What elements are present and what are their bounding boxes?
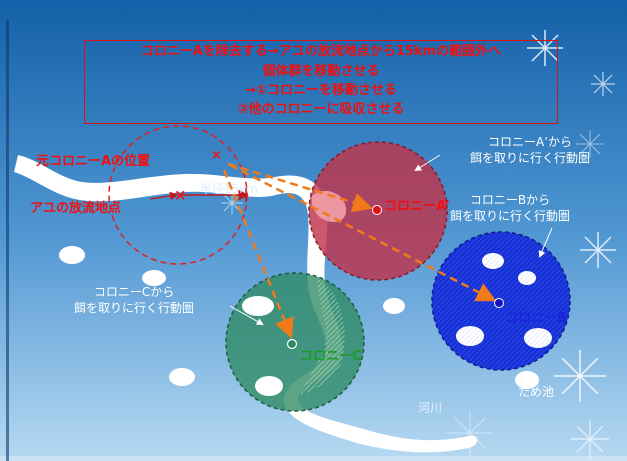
release-point-label: アユの放流地点 bbox=[30, 201, 122, 216]
snowflake-icon bbox=[571, 420, 609, 458]
river-shape bbox=[14, 155, 478, 453]
colony-c-label: コロニーC bbox=[300, 349, 362, 364]
former-colony-a-label: 元コロニーAの位置 bbox=[36, 154, 151, 169]
snowflake-icon bbox=[576, 130, 604, 158]
river-label: 河川 bbox=[418, 401, 443, 415]
title-line-3: →①コロニーを移動させる bbox=[245, 83, 397, 98]
relocate-arrow-b bbox=[229, 163, 497, 302]
range-c-label: コロニーCから 餌を取りに行く行動圏 bbox=[74, 284, 194, 316]
relocate-arrow-a-prime bbox=[227, 162, 373, 213]
release-point-arrow bbox=[149, 191, 179, 201]
radius-label: 半径15km bbox=[200, 182, 258, 196]
colony-a-prime-marker bbox=[372, 205, 382, 215]
snowflake-icon bbox=[591, 72, 615, 96]
snowflake-icon bbox=[580, 232, 616, 268]
snowflake-icon bbox=[527, 30, 563, 66]
callout-a-prime bbox=[414, 154, 441, 172]
range-c-line-2: 餌を取りに行く行動圏 bbox=[74, 301, 195, 315]
callout-b bbox=[538, 227, 553, 258]
colony-b-label: コロニーB bbox=[505, 311, 567, 326]
colony-a-prime-label: コロニーA’ bbox=[384, 199, 450, 214]
pond bbox=[142, 270, 166, 286]
range-c-line-1: コロニーCから bbox=[93, 285, 175, 299]
pond bbox=[169, 368, 195, 386]
title-box: コロニーAを除去する→アユの放流地点から15kmの範囲外へ 個体群を移動させる … bbox=[84, 40, 558, 124]
range-a-prime-line-2: 餌を取りに行く行動圏 bbox=[470, 151, 591, 165]
callout-c bbox=[229, 305, 264, 325]
range-b-line-2: 餌を取りに行く行動圏 bbox=[450, 209, 571, 223]
pond bbox=[59, 246, 85, 264]
pond-label: ため池 bbox=[518, 385, 555, 399]
range-b-line-1: コロニーBから bbox=[469, 193, 551, 207]
range-a-prime-line-1: コロニーA’から bbox=[487, 135, 573, 149]
snowflake-icon bbox=[554, 350, 606, 402]
relocate-arrow-c bbox=[222, 169, 294, 339]
title-line-1: コロニーAを除去する→アユの放流地点から15kmの範囲外へ bbox=[140, 44, 502, 59]
title-line-2: 個体群を移動させる bbox=[262, 64, 380, 79]
pond bbox=[383, 298, 405, 314]
snowflake-icon bbox=[447, 410, 493, 456]
range-a-prime-label: コロニーA’から 餌を取りに行く行動圏 bbox=[470, 134, 590, 166]
range-b-label: コロニーBから 餌を取りに行く行動圏 bbox=[450, 192, 570, 224]
pond bbox=[515, 371, 539, 389]
title-line-4: ②他のコロニーに吸収させる bbox=[237, 102, 405, 117]
snowflake-icon bbox=[221, 192, 243, 214]
release-point-x-mark: × bbox=[174, 186, 187, 204]
colony-c-marker bbox=[286, 338, 298, 350]
colony-b-marker bbox=[494, 298, 504, 308]
former-colony-a-x-mark: × bbox=[211, 148, 222, 163]
